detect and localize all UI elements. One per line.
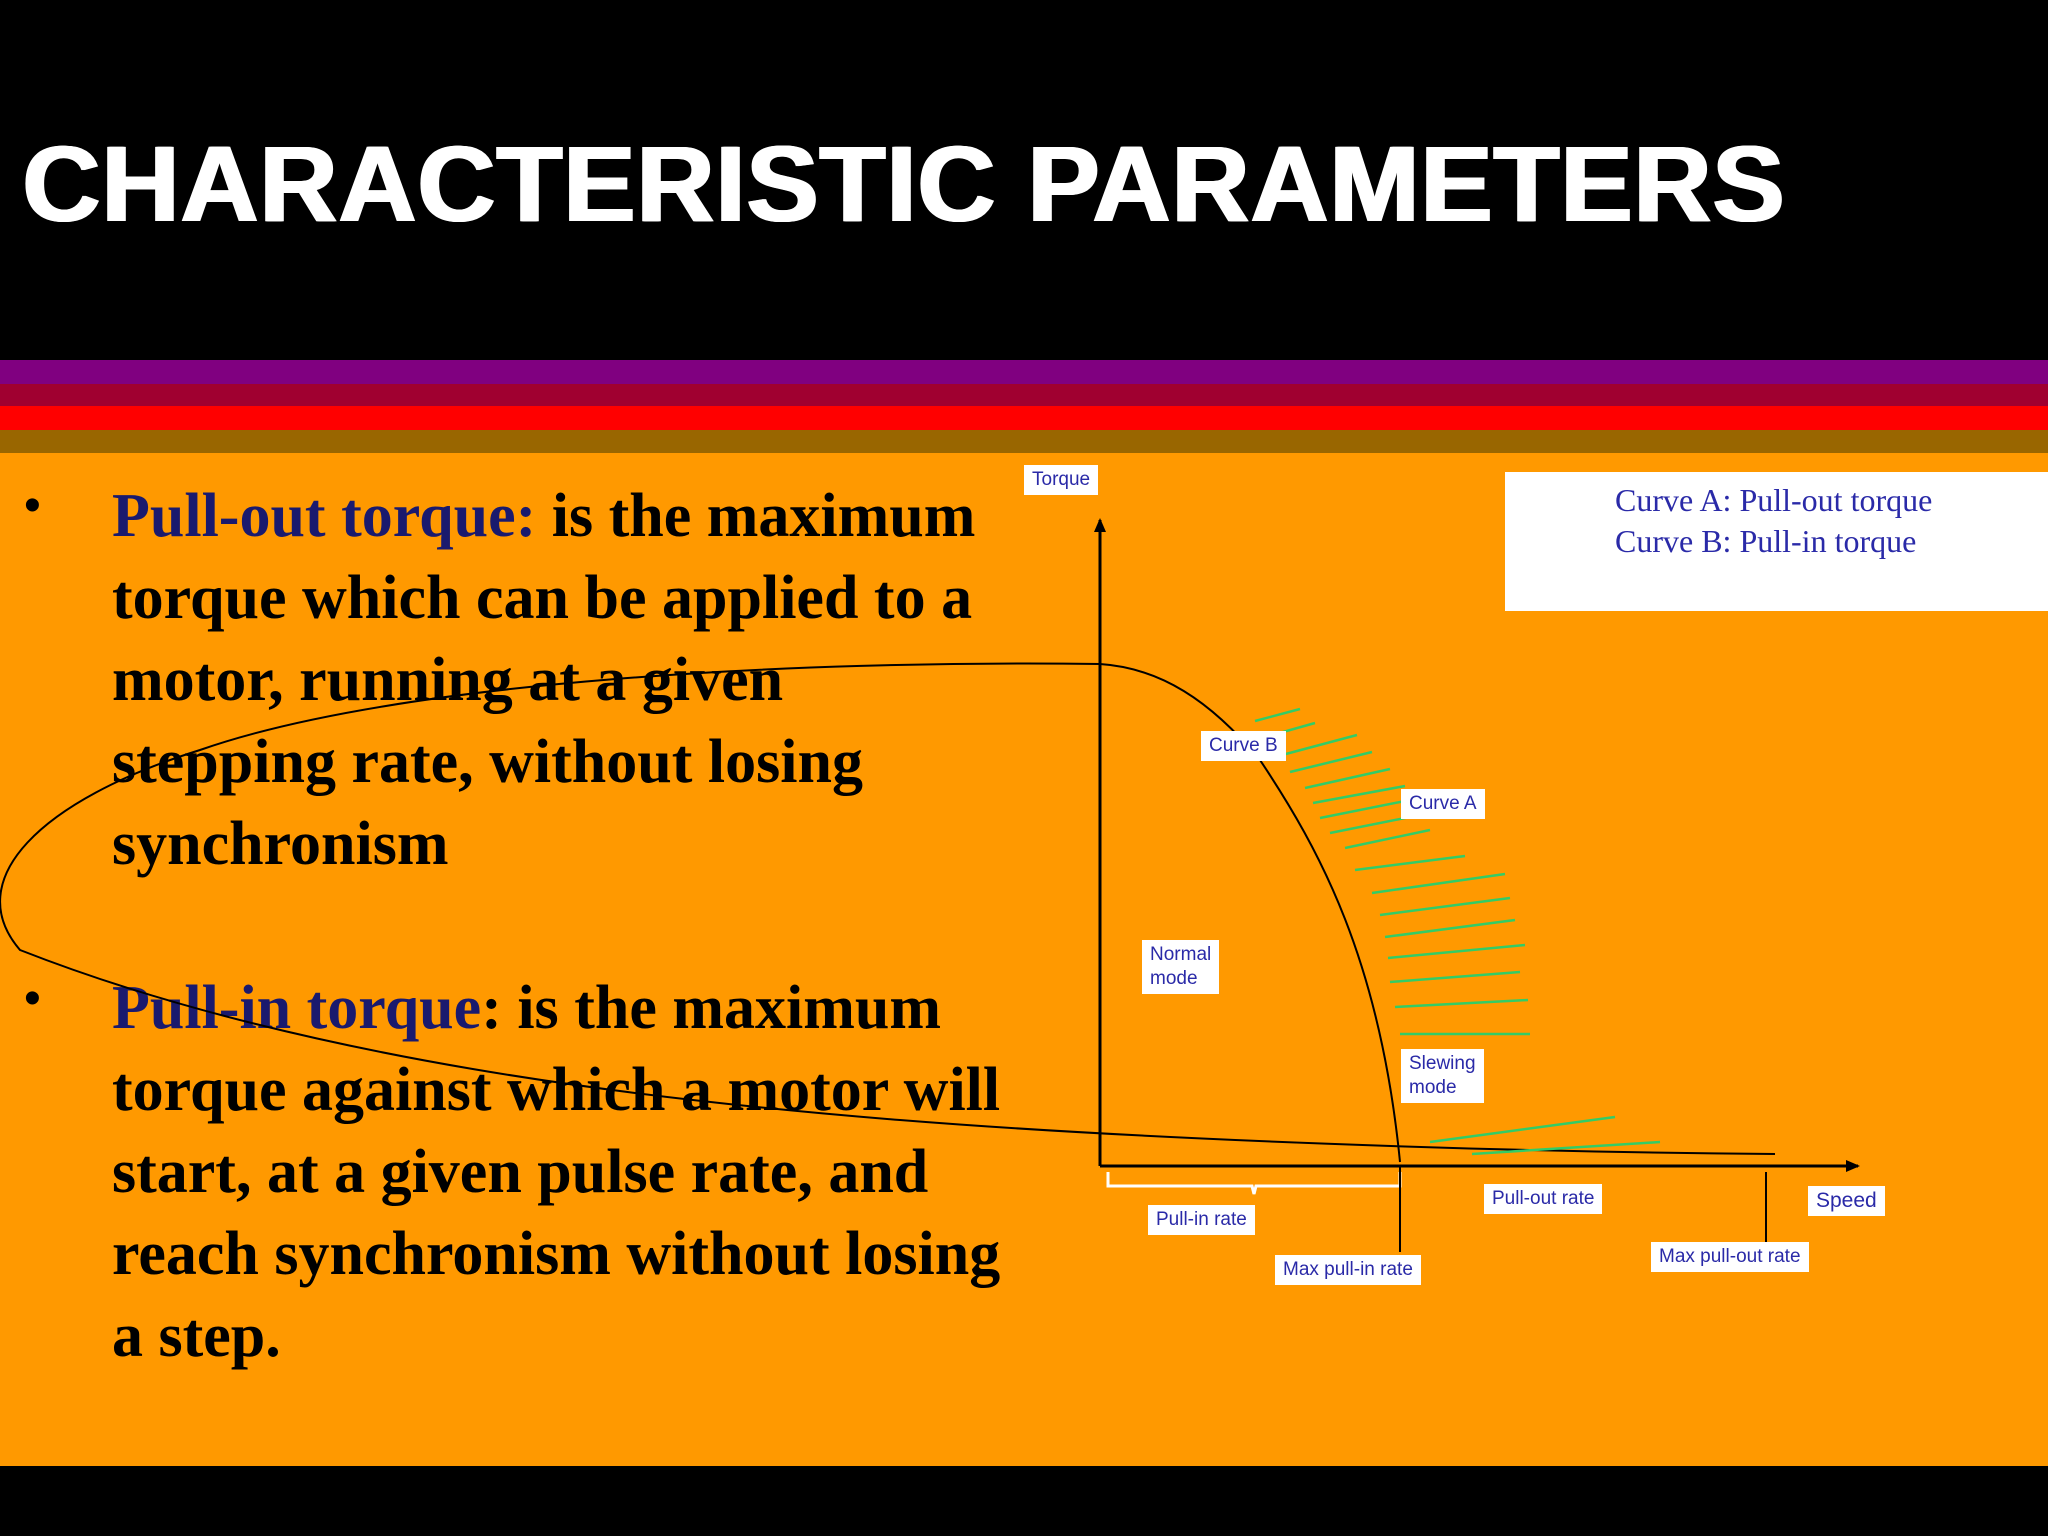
curve-b-line <box>1099 663 1401 1163</box>
max-pull-in-rate-label: Max pull-in rate <box>1275 1255 1421 1285</box>
torque-axis-label: Torque <box>1024 465 1099 495</box>
stripe-brown <box>0 430 2048 453</box>
max-pull-out-rate-label: Max pull-out rate <box>1651 1242 1809 1272</box>
bullet-pull-in-torque: Pull-in torque: is the maximum torque ag… <box>112 967 1012 1377</box>
slide-title: CHARACTERISTIC PARAMETERS <box>22 123 1786 244</box>
curve-a-label: Curve A <box>1401 789 1485 819</box>
legend-curve-a: Curve A: Pull-out torque <box>1615 482 1933 518</box>
curve-a-line <box>0 662 1776 1155</box>
stripe-purple <box>0 360 2048 384</box>
term-pull-out-torque: Pull-out torque: <box>112 482 537 550</box>
term-pull-in-torque: Pull-in torque <box>112 974 482 1042</box>
bullet-point-2: • <box>24 972 41 1025</box>
slewing-region-hatch <box>1254 707 1661 1156</box>
curve-legend: Curve A: Pull-out torque Curve B: Pull-i… <box>1505 472 2048 611</box>
slide-header: CHARACTERISTIC PARAMETERS <box>0 0 2048 360</box>
legend-curve-b: Curve B: Pull-in torque <box>1615 523 1917 559</box>
bullet-pull-out-torque: Pull-out torque: is the maximum torque w… <box>112 475 1012 885</box>
speed-axis-label: Speed <box>1808 1186 1885 1216</box>
definition-pull-out-torque: is the maximum torque which can be appli… <box>112 482 976 878</box>
slewing-mode-label: Slewing mode <box>1401 1049 1484 1103</box>
normal-mode-label: Normal mode <box>1142 940 1220 994</box>
pull-in-rate-label: Pull-in rate <box>1148 1205 1255 1235</box>
bullet-point-1: • <box>24 479 41 532</box>
pull-out-rate-label: Pull-out rate <box>1484 1184 1603 1214</box>
pull-in-rate-brace <box>1106 1172 1402 1195</box>
slide-content <box>0 453 2048 1466</box>
stripe-red <box>0 406 2048 430</box>
curve-b-label: Curve B <box>1201 731 1286 761</box>
definition-pull-in-torque: : is the maximum torque against which a … <box>112 974 1001 1370</box>
stripe-crimson <box>0 384 2048 406</box>
